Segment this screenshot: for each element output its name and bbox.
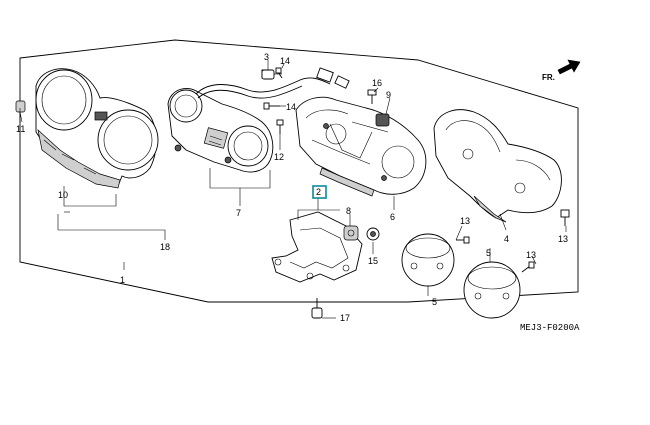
callout-10: 10 [58,190,68,200]
collar-15 [366,227,380,241]
callout-15: 15 [368,256,378,266]
meter-case [35,68,159,189]
callout-12: 12 [274,152,284,162]
callouts: 11 10 18 1 7 12 3 14 14 16 9 6 4 13 13 1… [16,52,568,323]
callout-5-right: 5 [486,248,491,258]
screw-14-b [263,102,280,110]
screw-16 [367,89,377,104]
callout-13-right: 13 [526,250,536,260]
leader-lines [19,60,567,319]
front-arrow-icon [557,59,581,75]
meter-stay [271,211,363,283]
clip-3 [261,69,275,80]
callout-17: 17 [340,313,350,323]
screw-13-c [560,209,570,226]
combination-meter [167,88,274,173]
front-direction-indicator: FR. [542,59,581,82]
callout-6: 6 [390,212,395,222]
grommet [15,100,26,123]
callout-3: 3 [264,52,269,62]
diagram-code: MEJ3-F0200A [520,323,580,333]
callout-5-left: 5 [432,297,437,307]
screw-12 [276,119,284,134]
screw-13-b [521,261,535,273]
callout-2-box [312,185,327,199]
callout-16: 16 [372,78,382,88]
callout-4: 4 [504,234,509,244]
callout-2: 2 [316,187,321,197]
rubber-mount-8 [343,225,359,241]
callout-14-mid: 14 [286,102,296,112]
callout-18: 18 [160,242,170,252]
front-direction-label: FR. [542,73,555,82]
callout-13-far: 13 [558,234,568,244]
callout-7: 7 [236,208,241,218]
callout-9: 9 [386,90,391,100]
callout-1: 1 [120,275,125,285]
screw-13-a [456,236,470,244]
rubber-9 [375,113,390,127]
callout-11: 11 [16,124,25,134]
meter-cover [433,109,562,223]
callout-14-top: 14 [280,56,290,66]
meter-bowl-right [463,261,521,319]
assembly-outline [19,39,579,303]
meter-lower-case [295,96,427,197]
callout-13-left: 13 [460,216,470,226]
screw-14-a [275,67,283,79]
callout-8: 8 [346,206,351,216]
bolt-17 [311,298,323,319]
meter-bowl-left [401,233,455,287]
